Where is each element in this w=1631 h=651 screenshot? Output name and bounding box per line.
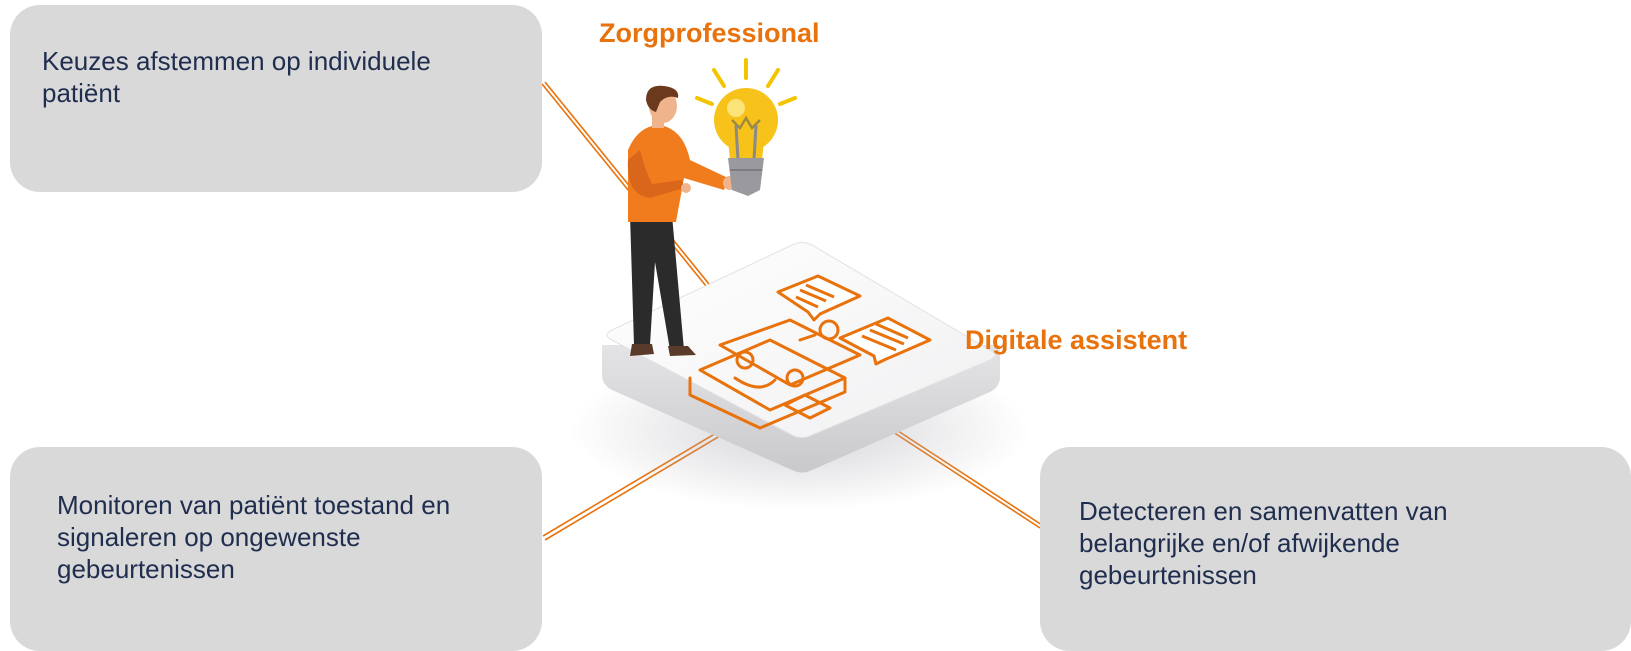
box-text-line: belangrijke en/of afwijkende [1079, 528, 1400, 558]
box-text-line: gebeurtenissen [1079, 560, 1257, 590]
connector-top-left [541, 81, 710, 287]
box-text-line: signaleren op ongewenste [57, 522, 361, 552]
info-box-bottom-right: Detecteren en samenvatten van belangrijk… [1040, 447, 1631, 651]
box-text-line: Keuzes afstemmen op individuele [42, 46, 431, 76]
box-text-line: Detecteren en samenvatten van [1079, 496, 1448, 526]
robot-icon [688, 318, 862, 430]
role-label-assistant: Digitale assistent [965, 325, 1188, 355]
role-label-professional: Zorgprofessional [599, 18, 820, 48]
chat-bubble-icon [776, 274, 862, 322]
chat-bubble-icon [838, 316, 932, 366]
box-text-line: Monitoren van patiënt toestand en [57, 490, 451, 520]
box-text-line: patiënt [42, 78, 121, 108]
box-text-line: gebeurtenissen [57, 554, 235, 584]
lightbulb-icon [695, 58, 797, 196]
info-box-top-left: Keuzes afstemmen op individuele patiënt [10, 5, 542, 192]
info-box-bottom-left: Monitoren van patiënt toestand en signal… [10, 447, 542, 651]
